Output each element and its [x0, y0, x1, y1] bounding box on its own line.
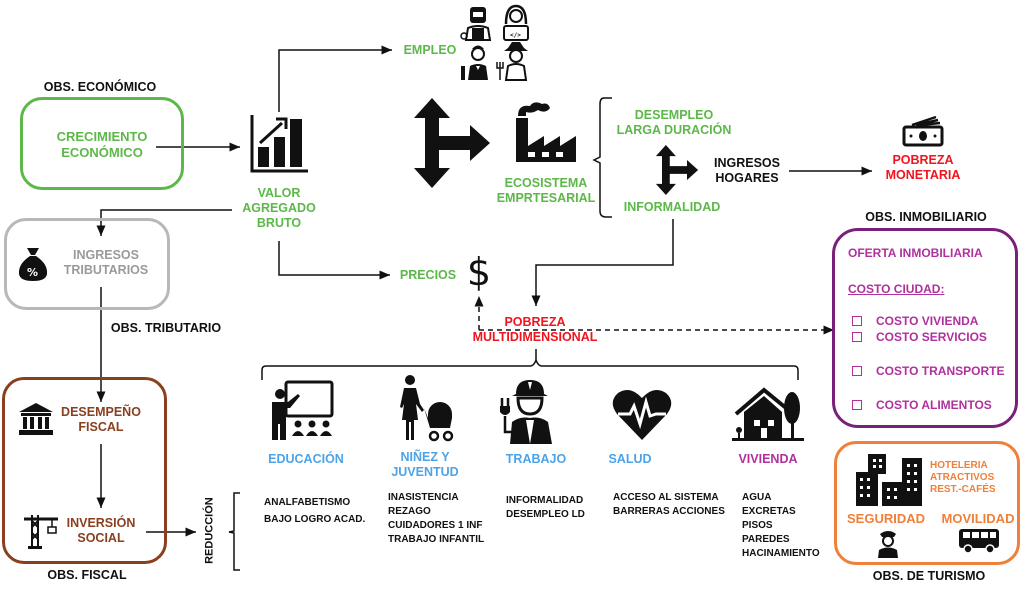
- desempeno-fiscal: DESEMPEÑO FISCAL: [61, 405, 141, 434]
- small-three-way-arrow-icon: [655, 145, 699, 195]
- arrow-informalidad-to-pobreza-multi: [531, 219, 674, 306]
- three-way-arrow-icon: [414, 98, 490, 188]
- indicators-vivienda: AGUA EXCRETAS PISOS PAREDES HACINAMIENTO: [742, 492, 820, 559]
- costo-ciudad: COSTO CIUDAD:: [848, 282, 945, 296]
- costo-vivienda-item: COSTO VIVIENDA: [852, 314, 978, 328]
- arrow-vab-to-precios: [278, 241, 390, 280]
- obs-fiscal-box: [2, 377, 167, 564]
- turismo-items: HOTELERIA ATRACTIVOS REST.-CAFÉS: [930, 460, 996, 495]
- police-officer-icon: [878, 531, 898, 558]
- svg-text:%: %: [27, 266, 38, 279]
- workers-icon-group: </>: [460, 4, 529, 81]
- inversion-social: INVERSIÓN SOCIAL: [66, 516, 136, 545]
- costo-servicios-item: COSTO SERVICIOS: [852, 330, 987, 344]
- obs-economico-label: OBS. ECONÓMICO: [43, 80, 157, 94]
- obs-turismo-box: [834, 441, 1020, 565]
- costo-transporte-item: COSTO TRANSPORTE: [852, 364, 1004, 378]
- indicators-trabajo: INFORMALIDAD DESEMPLEO LD: [506, 495, 585, 520]
- svg-text:</>: </>: [510, 32, 521, 39]
- obs-inmobiliario-label: OBS. INMOBILIARIO: [865, 210, 987, 224]
- checkbox-icon: [852, 315, 862, 326]
- buildings-icon: [856, 454, 922, 506]
- indicators-ninez: INASISTENCIA REZAGO CUIDADORES 1 INF TRA…: [388, 492, 485, 545]
- crecimiento-line-2: ECONÓMICO: [61, 144, 143, 160]
- arrow-vab-to-empleo: [278, 45, 392, 112]
- mother-stroller-icon: [400, 375, 454, 442]
- obs-turismo-label: OBS. DE TURISMO: [872, 569, 986, 583]
- bar-chart-growth-icon: [250, 115, 308, 173]
- precios-label: PRECIOS: [399, 268, 457, 282]
- dimension-vivienda: VIVIENDA: [738, 452, 798, 466]
- informalidad-label: INFORMALIDAD: [623, 200, 721, 214]
- dimension-salud: SALUD: [608, 452, 652, 466]
- factory-icon: [516, 102, 576, 162]
- ecosistema-bracket: [592, 97, 612, 218]
- ecosistema-empresarial: ECOSISTEMA EMPRTESARIAL: [496, 176, 596, 205]
- crane-icon: [24, 515, 58, 549]
- welder-icon: [460, 7, 492, 41]
- checkbox-icon: [852, 331, 862, 342]
- dimension-educacion: EDUCACIÓN: [268, 452, 344, 466]
- oferta-inmobiliaria: OFERTA INMOBILIARIA: [848, 246, 983, 260]
- obs-tributario-label: OBS. TRIBUTARIO: [110, 321, 222, 335]
- desempleo-larga-duracion: DESEMPLEO LARGA DURACIÓN: [616, 108, 732, 137]
- arrow-vab-to-tributarios: [96, 209, 232, 236]
- pobreza-monetaria: POBREZA MONETARIA: [885, 153, 961, 182]
- waiter-icon: [461, 45, 488, 80]
- money-icon: [902, 115, 944, 147]
- programmer-icon: </>: [503, 4, 529, 41]
- costo-alimentos-item: COSTO ALIMENTOS: [852, 398, 992, 412]
- bus-icon: [959, 529, 999, 554]
- checkbox-icon: [852, 365, 862, 376]
- crecimiento-line-1: CRECIMIENTO: [56, 129, 148, 144]
- checkbox-icon: [852, 399, 862, 410]
- bank-building-icon: [19, 403, 53, 435]
- heart-pulse-icon: [612, 389, 672, 440]
- empleo-label: EMPLEO: [403, 43, 457, 57]
- reduccion-bracket: [228, 492, 240, 571]
- worker-icon: [500, 380, 552, 444]
- obs-inmobiliario-box: [832, 228, 1018, 428]
- ingresos-tributarios: INGRESOS TRIBUTARIOS: [63, 248, 149, 277]
- seguridad-label: SEGURIDAD: [846, 511, 925, 526]
- money-bag-percent-icon: %: [18, 248, 48, 281]
- pobreza-multidimensional: POBREZA MULTIDIMENSIONAL: [472, 315, 598, 344]
- teacher-icon: [272, 380, 334, 440]
- indicators-educacion: ANALFABETISMO BAJO LOGRO ACAD.: [264, 497, 366, 525]
- reduccion-label: REDUCCIÓN: [203, 497, 216, 564]
- dollar-icon: $: [466, 250, 492, 294]
- farmer-icon: [496, 42, 528, 81]
- obs-tributario-box: [4, 218, 170, 310]
- movilidad-label: MOVILIDAD: [941, 511, 1015, 526]
- ingresos-hogares: INGRESOS HOGARES: [714, 156, 780, 185]
- obs-economico-box: CRECIMIENTO ECONÓMICO: [20, 97, 184, 190]
- indicators-salud: ACCESO AL SISTEMA BARRERAS ACCIONES: [613, 492, 725, 517]
- dimension-trabajo: TRABAJO: [505, 452, 567, 466]
- house-icon: [732, 387, 804, 441]
- obs-fiscal-label: OBS. FISCAL: [47, 568, 127, 582]
- valor-agregado-bruto: VALOR AGREGADO BRUTO: [242, 186, 316, 230]
